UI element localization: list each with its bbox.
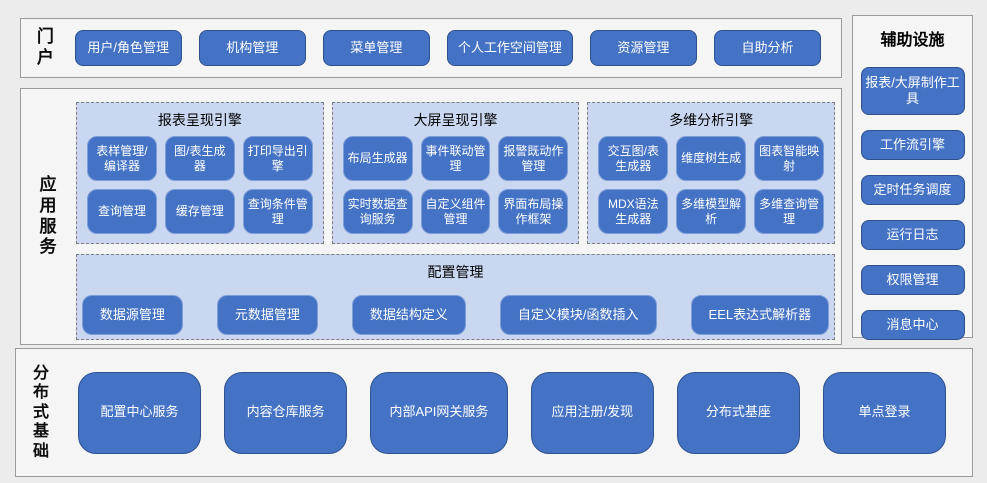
box-distributed-pedestal: 分布式基座 [676,371,800,454]
report-engine-group: 报表呈现引擎 表样管理/编译器 图/表生成器 打印导出引擎 查询管理 缓存管理 … [76,102,324,244]
box-realtime-data-query-service: 实时数据查询服务 [342,189,413,234]
box-ui-layout-operation-framework: 界面布局操作框架 [498,189,569,234]
distributed-base-label-wrap: 分布式基础 [16,349,66,476]
distributed-base-row: 配置中心服务 内容仓库服务 内部API网关服务 应用注册/发现 分布式基座 单点… [66,349,946,476]
application-services-label: 应用服务 [39,175,57,257]
application-services-panel: 应用服务 报表呈现引擎 表样管理/编译器 图/表生成器 打印导出引擎 查询管理 … [20,88,842,345]
config-management-group: 配置管理 数据源管理 元数据管理 数据结构定义 自定义模块/函数插入 EEL表达… [76,254,835,340]
olap-engine-grid: 交互图/表生成器 维度树生成 图表智能映射 MDX语法生成器 多维模型解析 多维… [588,136,834,234]
box-report-template-compiler: 表样管理/编译器 [87,136,157,181]
box-message-center: 消息中心 [860,310,965,340]
application-services-label-wrap: 应用服务 [21,89,75,344]
box-custom-component-management: 自定义组件管理 [420,189,491,234]
bigscreen-engine-grid: 布局生成器 事件联动管理 报警既动作管理 实时数据查询服务 自定义组件管理 界面… [333,136,579,234]
box-personal-workspace-management: 个人工作空间管理 [446,30,573,66]
box-cache-management: 缓存管理 [164,189,235,234]
engine-groups-row: 报表呈现引擎 表样管理/编译器 图/表生成器 打印导出引擎 查询管理 缓存管理 … [76,102,836,244]
box-datasource-management: 数据源管理 [81,295,183,335]
box-query-management: 查询管理 [87,189,157,234]
portal-label: 门户 [36,27,54,67]
box-interactive-chart-generator: 交互图/表生成器 [598,136,669,181]
box-custom-module-function-insert: 自定义模块/函数插入 [499,295,657,335]
box-menu-management: 菜单管理 [322,30,430,66]
config-management-title: 配置管理 [427,264,484,280]
box-report-bigscreen-authoring-tool: 报表/大屏制作工具 [860,67,965,115]
box-config-center-service: 配置中心服务 [78,371,202,454]
box-query-condition-management: 查询条件管理 [242,189,313,234]
box-chart-table-generator: 图/表生成器 [164,136,235,181]
portal-panel: 门户 用户/角色管理 机构管理 菜单管理 个人工作空间管理 资源管理 自助分析 [20,18,842,78]
box-dimension-tree-generation: 维度树生成 [676,136,747,181]
distributed-base-panel: 分布式基础 配置中心服务 内容仓库服务 内部API网关服务 应用注册/发现 分布… [15,348,973,477]
box-event-linkage-management: 事件联动管理 [420,136,491,181]
olap-engine-group: 多维分析引擎 交互图/表生成器 维度树生成 图表智能映射 MDX语法生成器 多维… [587,102,836,244]
distributed-base-label: 分布式基础 [32,364,49,460]
box-content-repository-service: 内容仓库服务 [224,371,348,454]
box-alarm-action-management: 报警既动作管理 [498,136,569,181]
box-layout-generator: 布局生成器 [342,136,413,181]
box-print-export-engine: 打印导出引擎 [242,136,313,181]
box-self-service-analysis: 自助分析 [713,30,821,66]
box-mdx-syntax-generator: MDX语法生成器 [598,189,669,234]
box-user-role-management: 用户/角色管理 [74,30,182,66]
box-metadata-management: 元数据管理 [216,295,318,335]
box-organization-management: 机构管理 [198,30,306,66]
bigscreen-engine-title: 大屏呈现引擎 [413,112,498,128]
box-permission-management: 权限管理 [860,265,965,295]
auxiliary-facilities-title: 辅助设施 [880,32,945,49]
report-engine-title: 报表呈现引擎 [157,112,242,128]
portal-button-row: 用户/角色管理 机构管理 菜单管理 个人工作空间管理 资源管理 自助分析 [55,30,841,66]
box-multidim-model-parsing: 多维模型解析 [676,189,747,234]
box-internal-api-gateway-service: 内部API网关服务 [370,371,508,454]
box-resource-management: 资源管理 [589,30,697,66]
bigscreen-engine-group: 大屏呈现引擎 布局生成器 事件联动管理 报警既动作管理 实时数据查询服务 自定义… [331,102,580,244]
box-workflow-engine: 工作流引擎 [860,130,965,160]
box-eel-expression-parser: EEL表达式解析器 [690,295,830,335]
olap-engine-title: 多维分析引擎 [669,112,754,128]
box-chart-smart-mapping: 图表智能映射 [754,136,825,181]
box-app-register-discovery: 应用注册/发现 [530,371,654,454]
box-scheduled-task-dispatch: 定时任务调度 [860,175,965,205]
report-engine-grid: 表样管理/编译器 图/表生成器 打印导出引擎 查询管理 缓存管理 查询条件管理 [77,136,323,234]
config-management-row: 数据源管理 元数据管理 数据结构定义 自定义模块/函数插入 EEL表达式解析器 [77,295,834,335]
box-data-structure-definition: 数据结构定义 [351,295,466,335]
auxiliary-facilities-panel: 辅助设施 报表/大屏制作工具 工作流引擎 定时任务调度 运行日志 权限管理 消息… [852,15,973,340]
box-single-sign-on: 单点登录 [822,371,946,454]
box-multidim-query-management: 多维查询管理 [754,189,825,234]
box-run-log: 运行日志 [860,220,965,250]
